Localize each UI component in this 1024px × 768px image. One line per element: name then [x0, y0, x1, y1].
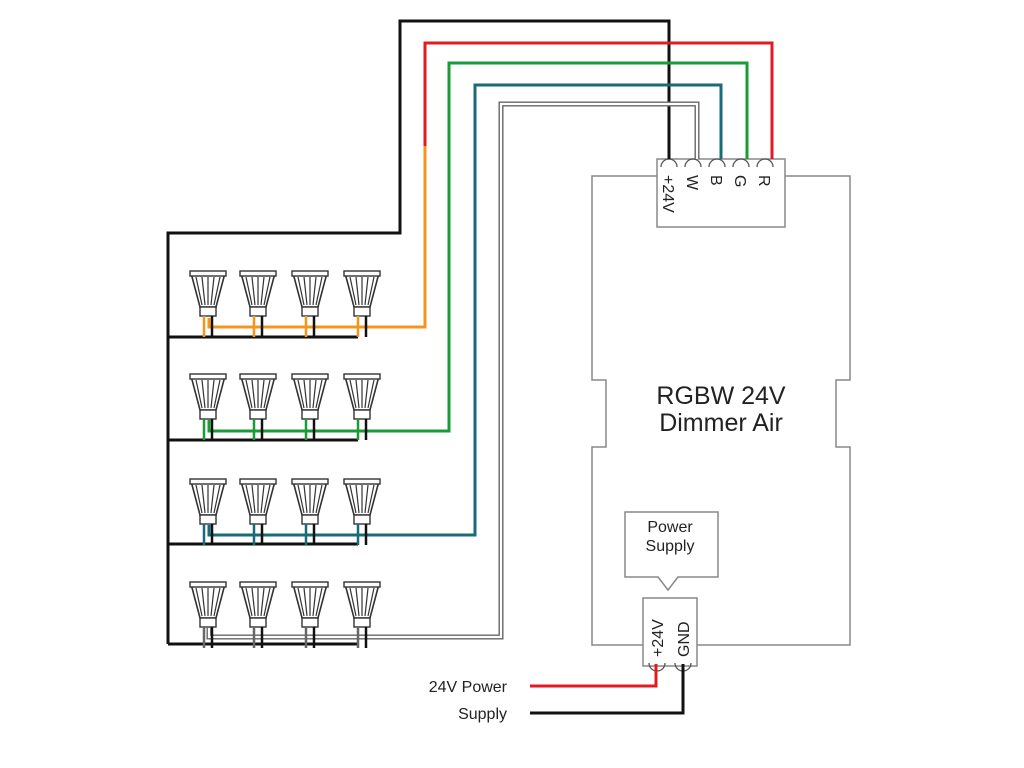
terminal-label-g: G — [731, 175, 748, 187]
output-terminal-block: +24V W B G R — [656, 158, 786, 228]
terminal-label-24v: +24V — [659, 175, 676, 213]
input-label-24v: +24V — [650, 619, 667, 657]
input-terminal-block: +24V GND — [642, 597, 698, 672]
controller-title-line2: Dimmer Air — [659, 409, 783, 437]
lamp-icon — [239, 373, 277, 440]
wire-g-green — [207, 61, 749, 433]
lamp-icon — [291, 270, 329, 337]
lamp-icon — [343, 270, 381, 337]
lamp-icon — [239, 478, 277, 545]
lamp-icon — [343, 373, 381, 440]
power-input-label-line1: 24V Power — [429, 679, 508, 696]
terminal-label-b: B — [707, 175, 724, 186]
lamp-icon — [343, 581, 381, 648]
lamp-icon — [291, 478, 329, 545]
lamp-icon — [343, 478, 381, 545]
power-input-label-line2: Supply — [458, 706, 507, 723]
terminal-label-w: W — [683, 175, 700, 191]
lamp-icon — [189, 270, 227, 337]
lamp-icon — [239, 581, 277, 648]
wire-b-blue — [207, 83, 723, 537]
power-supply-callout-line1: Power — [647, 519, 693, 536]
input-label-gnd: GND — [676, 621, 693, 657]
wire-power-black — [530, 664, 685, 715]
lamp-icon — [189, 478, 227, 545]
terminal-label-r: R — [755, 175, 772, 187]
lamp-icon — [239, 270, 277, 337]
lamp-icon — [189, 581, 227, 648]
lamp-grid — [189, 270, 381, 648]
wire-power-red — [530, 664, 658, 688]
wire-w-white-core — [207, 102, 699, 639]
lamp-icon — [189, 373, 227, 440]
lamp-icon — [291, 581, 329, 648]
controller-title-line1: RGBW 24V — [656, 382, 786, 410]
wire-r-red — [423, 41, 774, 159]
lamp-icon — [291, 373, 329, 440]
power-supply-callout-line2: Supply — [646, 538, 695, 555]
power-supply-callout — [624, 511, 719, 592]
wire-r-orange — [207, 146, 427, 329]
